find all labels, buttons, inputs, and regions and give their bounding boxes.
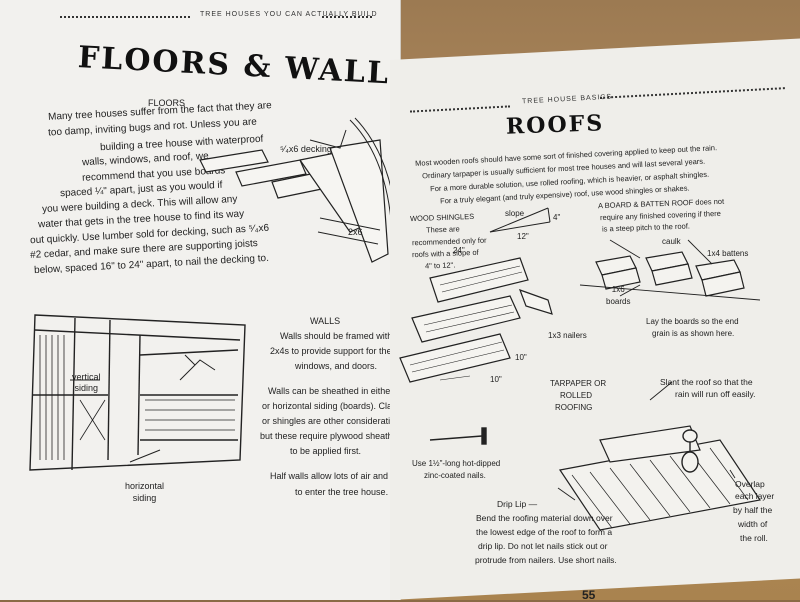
caulk-label: caulk	[662, 237, 681, 246]
lay-text-line: Lay the boards so the end	[646, 317, 739, 326]
drip-text-line: drip lip. Do not let nails stick out or	[478, 541, 608, 551]
lay-text-line: grain is as shown here.	[652, 329, 735, 338]
tarpaper-text-line: ROOFING	[555, 403, 593, 412]
overlap-text-line: by half the	[733, 505, 773, 515]
nailers-label: 1x3 nailers	[548, 331, 587, 340]
overlap-text-line: the roll.	[740, 533, 768, 543]
overlap-text-line: each layer	[735, 491, 775, 501]
walls-text-line: to enter the tree house.	[295, 487, 389, 497]
drip-text-line: Drip Lip —	[497, 499, 538, 509]
page-number: 55	[582, 588, 596, 602]
walls-text-line: windows, and doors.	[295, 361, 378, 371]
vertical-siding-label: vertical siding	[72, 372, 101, 393]
left-page-header: Tree Houses You Can Actually Build	[200, 11, 378, 18]
walls-text-line: or horizontal siding (boards). Clapboard…	[262, 401, 425, 411]
horizontal-siding-label: horizontal siding	[125, 481, 165, 503]
header-rule-right	[322, 16, 372, 18]
walls-heading: WALLS	[310, 316, 341, 326]
overlap-text-line: width of	[738, 519, 768, 529]
floors-heading: FLOORS	[148, 98, 186, 108]
walls-text-line: Half walls allow lots of air and light	[270, 471, 408, 481]
walls-text-line: to be applied first.	[290, 446, 362, 456]
joist-label: 2x6	[348, 227, 363, 237]
exposure-label-2: 10"	[490, 375, 502, 384]
exposure-label-1: 10"	[515, 353, 527, 362]
slant-text-line: Slant the roof so that the	[660, 377, 753, 387]
slope-rise: 4"	[553, 213, 561, 222]
drip-text-line: Bend the roofing material down over	[476, 513, 613, 523]
tarpaper-text-line: TARPAPER OR	[550, 379, 607, 388]
boards-label: 1x6 boards	[606, 285, 631, 306]
walls-text-line: but these require plywood sheathing	[260, 431, 405, 441]
slope-run: 12"	[517, 232, 529, 241]
slant-text-line: rain will run off easily.	[675, 389, 756, 399]
left-page	[0, 0, 401, 600]
decking-label: ⁵⁄₄x6 decking	[280, 144, 332, 154]
slope-label: slope	[505, 209, 525, 218]
nails-text-line: Use 1½"-long hot-dipped	[412, 459, 501, 468]
walls-text-line: 2x4s to provide support for the roof,	[270, 346, 413, 356]
nails-text-line: zinc-coated nails.	[424, 471, 486, 480]
header-rule-left	[60, 16, 190, 18]
drip-text-line: protrude from nailers. Use short nails.	[475, 555, 617, 565]
shingle-width-label: 24"	[453, 246, 465, 255]
walls-text-line: or shingles are other considerations,	[262, 416, 408, 426]
walls-text-line: Walls can be sheathed in either vertical	[268, 386, 425, 396]
battens-label: 1x4 battens	[707, 249, 749, 258]
walls-text-line: Walls should be framed with 2x3s or	[280, 331, 425, 341]
drip-text-line: the lowest edge of the roof to form a	[476, 527, 613, 537]
overlap-text-line: Overlap	[735, 479, 765, 489]
tarpaper-text-line: ROLLED	[560, 391, 593, 400]
